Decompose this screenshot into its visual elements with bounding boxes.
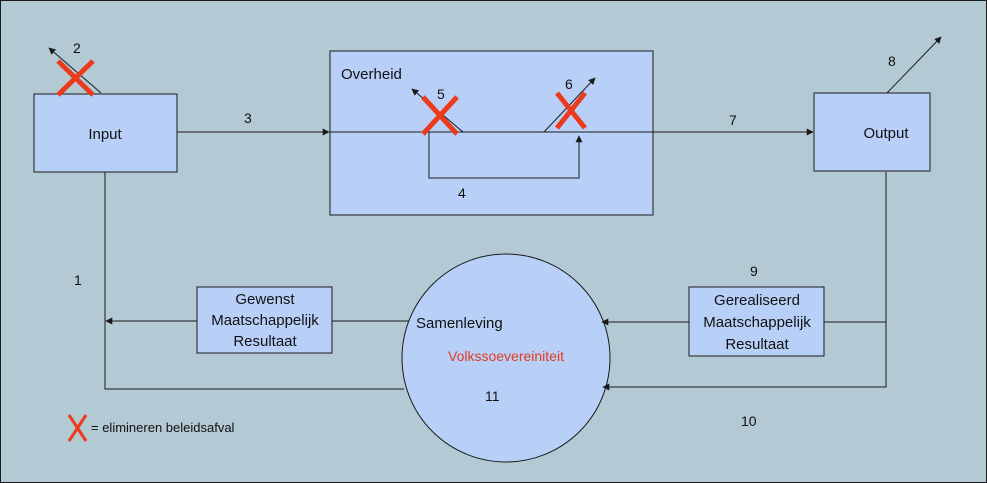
leak-arrow-8 [886, 36, 942, 94]
input-label: Input [88, 126, 122, 143]
society-label: Samenleving [416, 315, 503, 332]
label-5: 5 [437, 86, 445, 102]
society-circle [401, 253, 611, 463]
label-4: 4 [458, 185, 466, 201]
legend-text: = elimineren beleidsafval [91, 420, 235, 435]
government-box [329, 50, 654, 216]
realized-result-line-2: Maatschappelijk [703, 314, 811, 331]
label-2: 2 [73, 40, 81, 56]
desired-result-line-1: Gewenst [235, 291, 295, 308]
realized-result-line-3: Resultaat [725, 336, 789, 353]
government-label: Overheid [341, 66, 402, 83]
legend-cross-icon [67, 414, 88, 442]
label-3: 3 [244, 110, 252, 126]
desired-result-box [196, 286, 333, 354]
feedback-loop-4 [428, 132, 583, 179]
output-label: Output [863, 125, 909, 142]
label-6: 6 [565, 76, 573, 92]
label-11: 11 [485, 388, 500, 404]
desired-result-line-2: Maatschappelijk [211, 312, 319, 329]
desired-result-line-3: Resultaat [233, 333, 297, 350]
cross-mark-5 [421, 95, 459, 136]
output-box [813, 92, 931, 172]
cross-mark-2 [56, 59, 95, 97]
label-10: 10 [741, 413, 757, 429]
sovereignty-label: Volkssoevereiniteit [448, 348, 564, 364]
label-7: 7 [729, 112, 737, 128]
return-line-10 [602, 172, 887, 391]
cross-mark-6 [555, 91, 587, 130]
realized-result-box [688, 286, 825, 357]
leak-arrow-2 [48, 47, 102, 94]
label-1: 1 [74, 272, 82, 288]
label-9: 9 [750, 263, 758, 279]
flow-line-1 [104, 172, 404, 390]
label-8: 8 [888, 53, 896, 69]
input-box [33, 93, 178, 173]
realized-result-line-1: Gerealiseerd [714, 292, 800, 309]
